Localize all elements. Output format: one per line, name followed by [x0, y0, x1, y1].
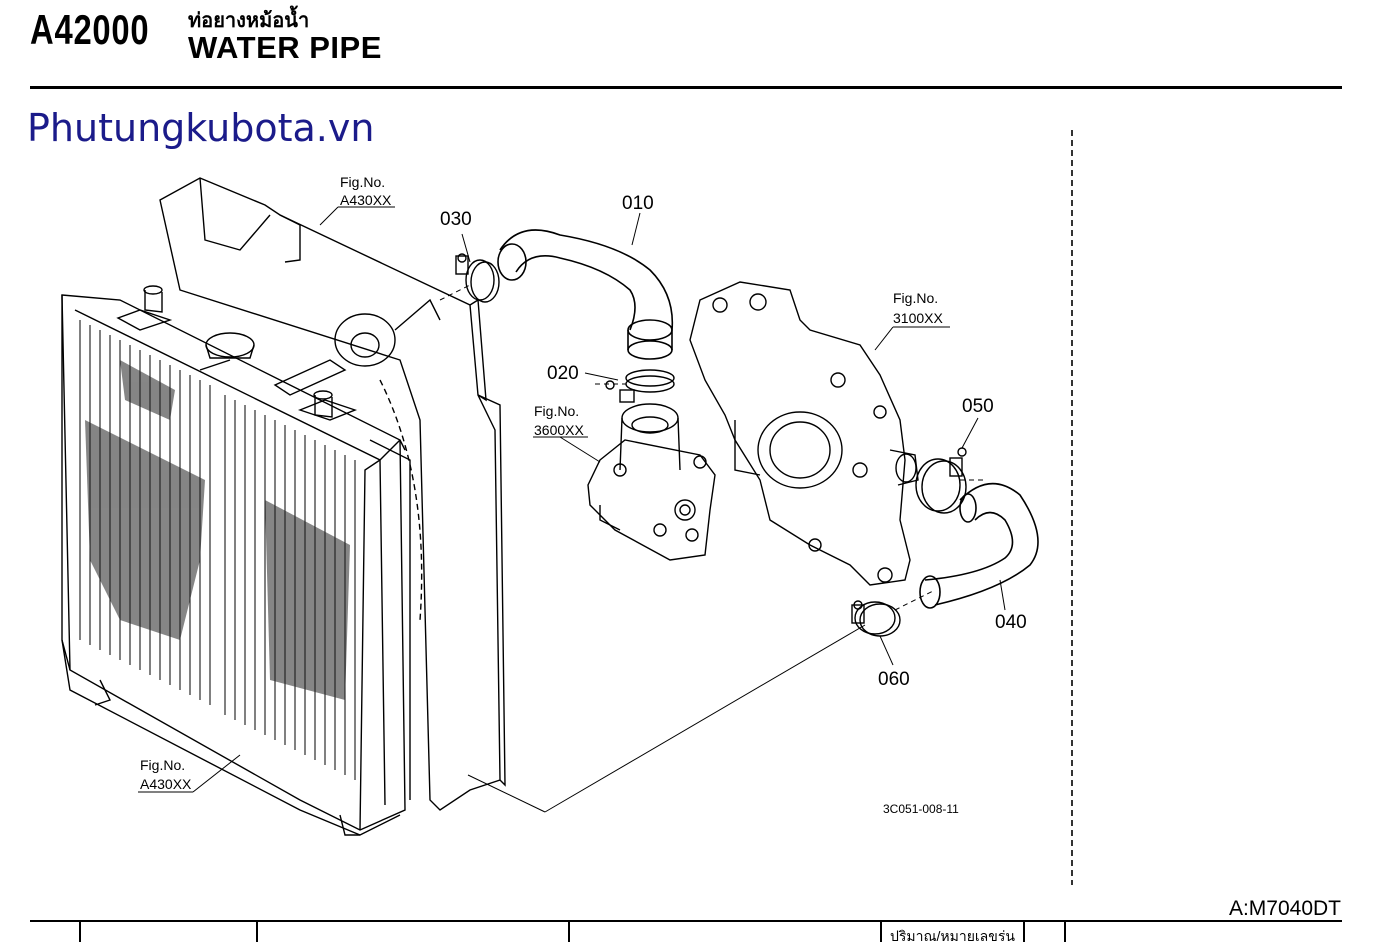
callout-060: 060 [878, 669, 910, 690]
watermark: Phutungkubota.vn [27, 106, 375, 150]
radiator-assembly [61, 177, 506, 836]
header-divider [30, 86, 1342, 89]
callout-010: 010 [622, 193, 654, 214]
svg-text:A430XX: A430XX [340, 192, 392, 208]
svg-text:Fig.No.: Fig.No. [534, 403, 579, 419]
table-column-divider [256, 922, 258, 942]
callout-050: 050 [962, 396, 994, 417]
table-column-divider [568, 922, 570, 942]
figure-ref-a430xx-bottom: Fig.No. A430XX [140, 757, 192, 792]
hose-clamp-030 [455, 253, 500, 303]
table-column-divider [880, 922, 882, 942]
table-column-divider [79, 922, 81, 942]
svg-text:Fig.No.: Fig.No. [893, 290, 938, 306]
section-code: A42000 [30, 6, 150, 53]
hose-clamp-060 [851, 600, 901, 637]
page-title: WATER PIPE [188, 30, 382, 65]
svg-text:Fig.No.: Fig.No. [140, 757, 185, 773]
table-column-divider [1064, 922, 1066, 942]
lower-water-hose [919, 482, 1039, 609]
thermostat-housing [587, 403, 716, 561]
hose-clamp-050 [915, 447, 967, 514]
svg-text:Fig.No.: Fig.No. [340, 174, 385, 190]
thai-title: ท่อยางหม้อน้ำ [188, 10, 310, 32]
svg-text:A430XX: A430XX [140, 776, 192, 792]
table-column-divider [1023, 922, 1025, 942]
svg-text:3600XX: 3600XX [534, 422, 584, 438]
figure-ref-3600xx: Fig.No. 3600XX [534, 403, 584, 438]
callout-040: 040 [995, 612, 1027, 633]
table-header-quantity: ปริมาณ/หมายเลขร่น [890, 928, 1015, 944]
table-top-border [30, 920, 1342, 922]
callout-030: 030 [440, 209, 472, 230]
drawing-number: 3C051-008-11 [883, 802, 959, 816]
hose-clamp-020 [605, 369, 675, 403]
svg-text:3100XX: 3100XX [893, 310, 943, 326]
figure-ref-3100xx: Fig.No. 3100XX [893, 290, 943, 326]
figure-ref-a430xx-top: Fig.No. A430XX [340, 174, 392, 208]
model-code: A:M7040DT [1228, 897, 1341, 920]
upper-water-hose [497, 229, 674, 360]
callout-020: 020 [547, 363, 579, 384]
water-pump-housing [689, 281, 919, 586]
